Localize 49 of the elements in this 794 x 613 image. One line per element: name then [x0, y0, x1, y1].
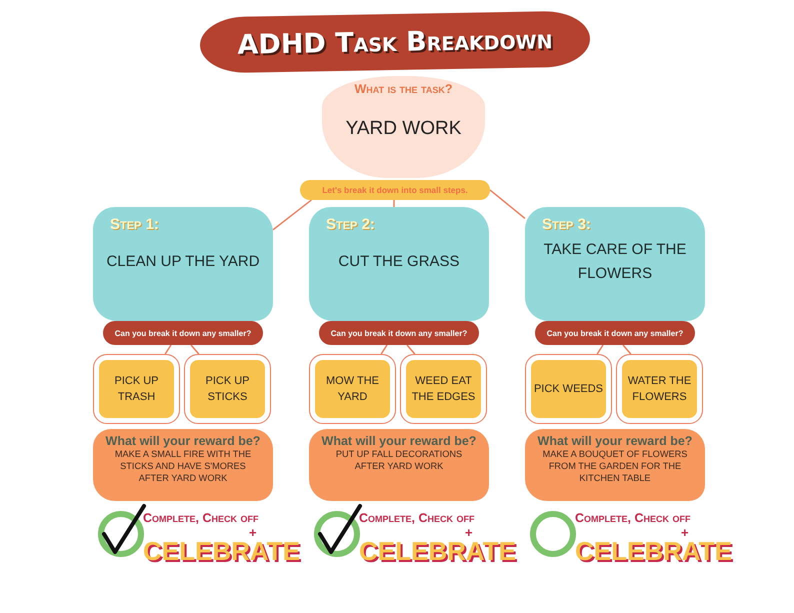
completion-text: Complete, Check off	[575, 511, 690, 525]
prompt-pill: Can you break it down any smaller?	[103, 321, 263, 345]
connector-line	[272, 199, 312, 230]
reward-text: MAKE A SMALL FIRE WITH THE STICKS AND HAVE S'MORES AFTER YARD WORK	[114, 448, 252, 485]
subtask-box: MOW THE YARD	[309, 354, 396, 424]
connector-line	[380, 344, 388, 354]
completion-text: Complete, Check off	[143, 511, 258, 525]
subtask-box: PICK UP STICKS	[184, 354, 271, 424]
plus-sign: +	[681, 525, 689, 540]
reward-box	[309, 429, 489, 501]
step-label: Step 1:	[110, 216, 159, 233]
reward-box	[525, 429, 705, 501]
reward-heading: What will your reward be?	[538, 434, 692, 448]
subtask-box: WEED EAT THE EDGES	[400, 354, 487, 424]
connector-line	[406, 344, 416, 354]
title-banner: ADHD Task Breakdown	[200, 10, 590, 74]
task-heading: What is the task?	[354, 82, 453, 96]
prompt-pill: Can you break it down any smaller?	[319, 321, 479, 345]
step-box	[93, 207, 273, 321]
step-label: Step 2:	[326, 216, 375, 233]
celebrate-text: CELEBRATE	[359, 537, 516, 566]
step-label: Step 3:	[542, 216, 591, 233]
connector-line	[596, 344, 604, 354]
subtask-box: WATER THE FLOWERS	[616, 354, 703, 424]
step-text: CUT THE GRASS	[338, 252, 460, 272]
celebrate-text: CELEBRATE	[575, 537, 732, 566]
connector-line	[622, 344, 632, 354]
plus-sign: +	[249, 525, 257, 540]
completion-text: Complete, Check off	[359, 511, 474, 525]
subtask-box: PICK UP TRASH	[93, 354, 180, 424]
connector-line	[190, 344, 200, 354]
step-box	[525, 207, 705, 321]
step-box	[309, 207, 489, 321]
reward-text: PUT UP FALL DECORATIONS AFTER YARD WORK	[334, 448, 464, 473]
connector-line	[164, 344, 172, 354]
reward-heading: What will your reward be?	[106, 434, 260, 448]
connector-line	[393, 200, 395, 207]
plus-sign: +	[465, 525, 473, 540]
task-text: YARD WORK	[346, 118, 462, 140]
reward-text: MAKE A BOUQUET OF FLOWERS FROM THE GARDEN FOR THE KITCHEN TABLE	[542, 448, 688, 485]
prompt-pill: Let's break it down into small steps.	[300, 180, 490, 200]
step-text: CLEAN UP THE YARD	[106, 252, 260, 272]
subtask-box: PICK WEEDS	[525, 354, 612, 424]
celebrate-text: CELEBRATE	[143, 537, 300, 566]
prompt-pill: Can you break it down any smaller?	[535, 321, 695, 345]
step-text: TAKE CARE OF THE FLOWERS	[542, 240, 688, 284]
reward-heading: What will your reward be?	[322, 434, 476, 448]
reward-box	[93, 429, 273, 501]
connector-line	[490, 189, 526, 219]
